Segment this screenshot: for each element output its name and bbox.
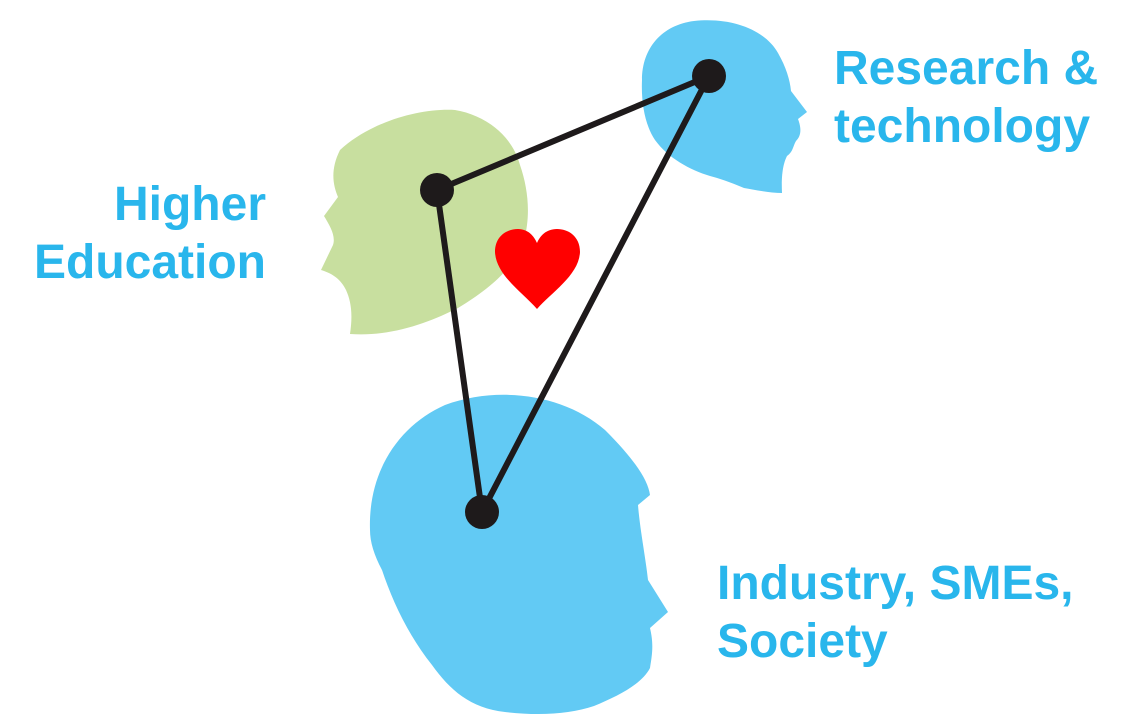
- industry-society-label-line-2: Society: [717, 615, 888, 668]
- higher-education-label-line-1: Higher: [113, 178, 266, 231]
- triangle-connectors: [434, 73, 712, 515]
- research-node-dot: [692, 59, 726, 93]
- industry-society-label-line-1: Industry, SMEs,: [717, 557, 1074, 610]
- edge-higher-education-industry: [434, 187, 485, 515]
- edge-higher-education-research: [434, 73, 712, 193]
- research-head-icon: [641, 20, 807, 193]
- research-technology-label: Research & technology: [834, 40, 1098, 156]
- heart-icon: [495, 229, 580, 309]
- edge-research-industry: [479, 73, 712, 515]
- industry-node-dot: [465, 495, 499, 529]
- higher-education-label-line-2: Education: [33, 236, 266, 289]
- industry-head-icon: [369, 394, 668, 714]
- higher-education-head-icon: [321, 109, 528, 335]
- higher-education-label: Higher Education: [34, 176, 266, 292]
- higher-education-node-dot: [420, 173, 454, 207]
- research-technology-label-line-1: Research &: [834, 42, 1099, 95]
- research-technology-label-line-2: technology: [834, 100, 1091, 153]
- industry-society-label: Industry, SMEs, Society: [717, 555, 1074, 671]
